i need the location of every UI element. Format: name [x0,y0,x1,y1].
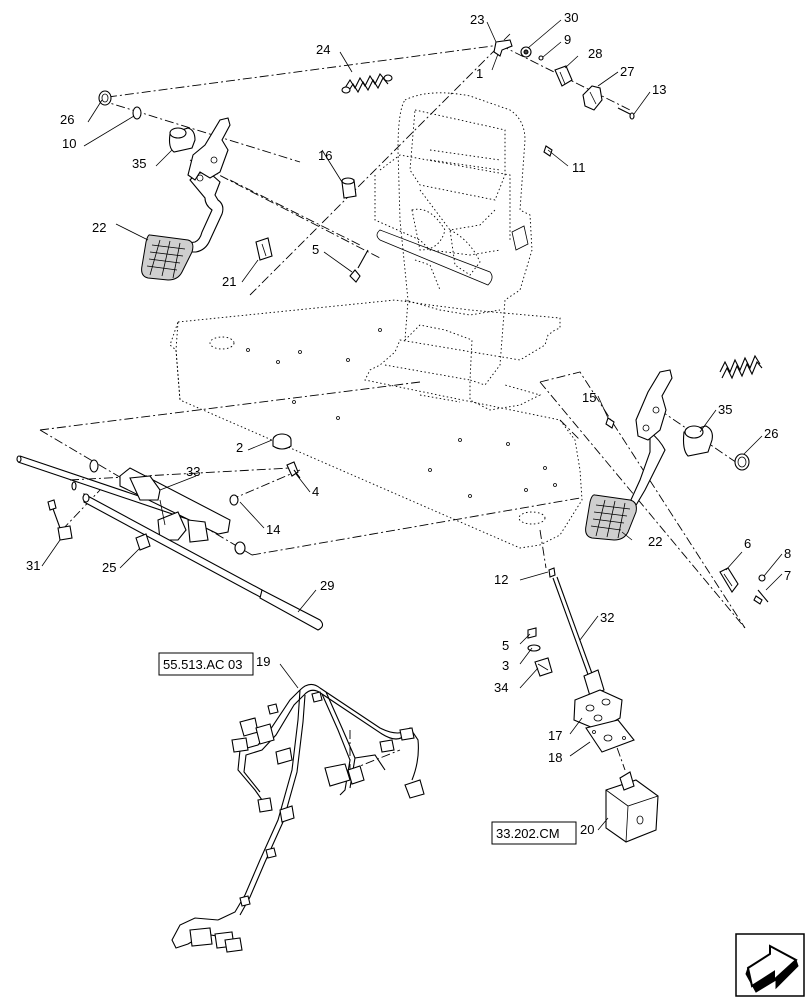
callout-6: 6 [744,536,751,551]
callout-4: 4 [312,484,319,499]
right-pedal-assembly [585,354,769,605]
callout-22-left: 22 [92,220,106,235]
reference-valve-text: 33.202.CM [496,826,560,841]
callout-28: 28 [588,46,602,61]
callout-25: 25 [102,560,116,575]
callout-14: 14 [266,522,280,537]
callout-29: 29 [320,578,334,593]
clips [255,177,369,283]
callout-16: 16 [318,148,332,163]
callout-26-left: 26 [60,112,74,127]
callout-27: 27 [620,64,634,79]
callout-5-top: 5 [312,242,319,257]
right-spring [719,354,763,380]
callout-7: 7 [784,568,791,583]
callout-24: 24 [316,42,330,57]
arrow-forward-icon[interactable] [735,933,805,997]
callout-13: 13 [652,82,666,97]
callout-31: 31 [26,558,40,573]
callout-15: 15 [582,390,596,405]
parking-latch-assembly [16,433,324,631]
leader-lines [41,19,783,831]
reference-box-valve[interactable]: 33.202.CM [491,821,577,845]
left-ring [98,90,112,106]
right-ring [734,453,750,471]
left-washer [132,106,142,120]
callout-3: 3 [502,658,509,673]
callout-1: 1 [476,66,483,81]
callout-26-right: 26 [764,426,778,441]
left-spring [341,73,393,94]
callout-11: 11 [572,160,586,175]
callout-12: 12 [494,572,508,587]
console-frame [374,92,533,386]
left-bushing [168,127,196,153]
reference-harness-text: 55.513.AC 03 [163,657,243,672]
callout-23: 23 [470,12,484,27]
callout-20: 20 [580,822,594,837]
callout-5-bottom: 5 [502,638,509,653]
callout-30: 30 [564,10,578,25]
floor-plate [169,299,583,549]
top-hardware [493,33,635,157]
callout-10: 10 [62,136,76,151]
wiring-harness [171,683,425,953]
callout-35-left: 35 [132,156,146,171]
left-pedal-assembly [98,90,231,281]
callout-35-right: 35 [718,402,732,417]
centerlines [39,44,746,771]
right-bushing [682,425,713,457]
callout-17: 17 [548,728,562,743]
callout-9: 9 [564,32,571,47]
right-small-parts [605,417,769,605]
control-valve-assembly [527,567,659,843]
callout-22-right: 22 [648,534,662,549]
callout-21: 21 [222,274,236,289]
callout-33: 33 [186,464,200,479]
callout-19: 19 [256,654,270,669]
right-pedal [585,369,673,541]
left-pedal [141,117,231,281]
callout-labels: 23 30 9 1 28 27 13 11 24 26 10 35 16 22 … [26,10,791,837]
callout-18: 18 [548,750,562,765]
callout-34: 34 [494,680,508,695]
reference-box-harness[interactable]: 55.513.AC 03 [158,652,254,676]
callout-2: 2 [236,440,243,455]
callout-32: 32 [600,610,614,625]
callout-8: 8 [784,546,791,561]
